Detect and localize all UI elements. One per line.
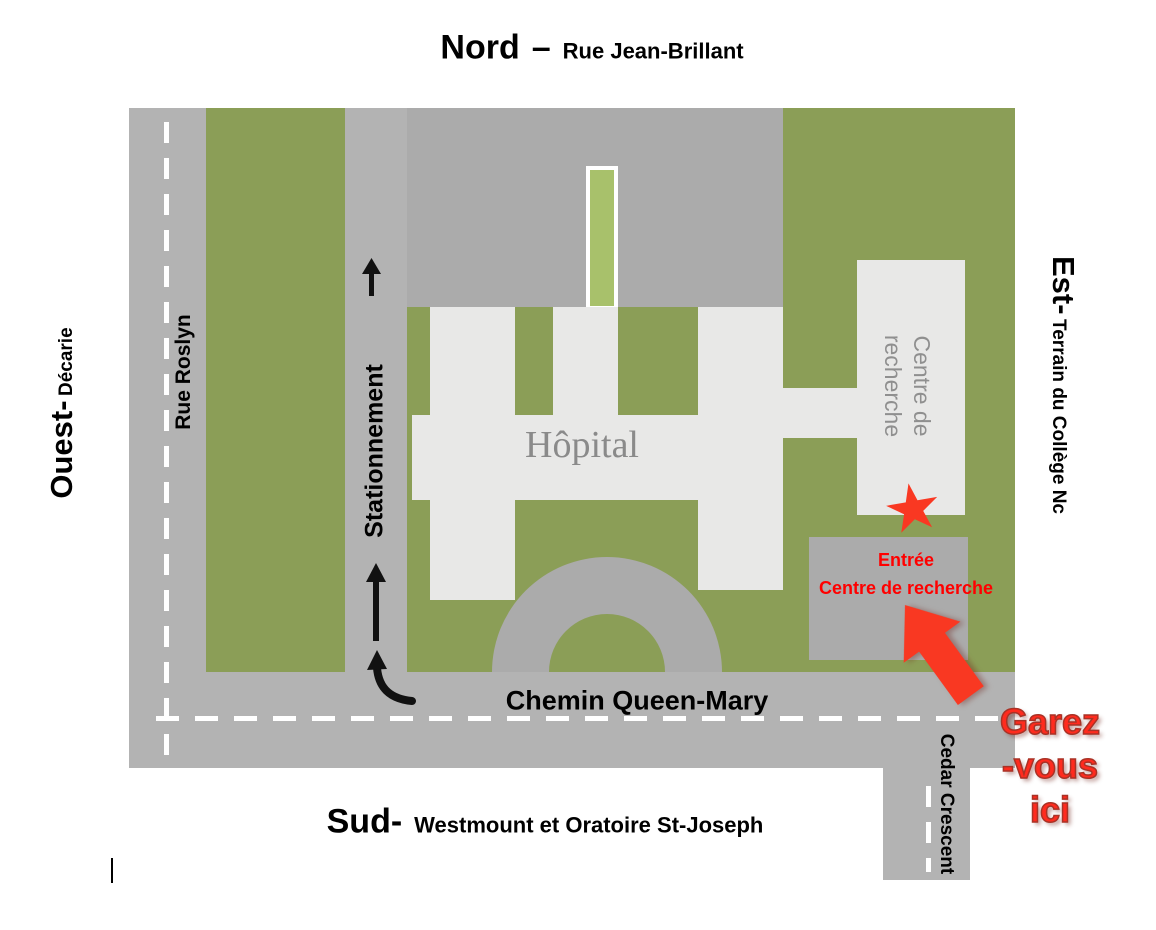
- compass-west-street: Décarie: [56, 327, 77, 397]
- compass-north-street: Rue Jean-Brillant: [562, 38, 744, 64]
- compass-south-street: Westmount et Oratoire St-Joseph: [414, 812, 764, 838]
- hospital-label: Hôpital: [525, 424, 639, 466]
- entrance-annotation: Entrée Centre de recherche: [819, 547, 993, 603]
- parking-lane-long-up-arrow-icon: [366, 563, 386, 641]
- turn-into-parking-arrow-icon: [367, 650, 416, 705]
- rue-roslyn-label: Rue Roslyn: [172, 314, 195, 430]
- cedar-crescent-label: Cedar Crescent: [936, 733, 957, 875]
- research-centre-label-line2: recherche: [880, 334, 906, 438]
- cedar-lane-divider: [926, 786, 931, 872]
- park-here-line1: Garez: [999, 700, 1101, 743]
- compass-west-label: Ouest- Décarie: [44, 327, 80, 498]
- compass-south-title: Sud-: [326, 802, 403, 841]
- park-here-line2: -vous: [1001, 744, 1099, 787]
- hospital-research-corridor: [783, 388, 857, 438]
- research-centre-label: Centre de recherche: [878, 335, 936, 437]
- compass-north-label: Nord – Rue Jean-Brillant: [440, 29, 743, 68]
- stationnement-label: Stationnement: [360, 364, 389, 538]
- research-centre-label-line1: Centre de: [908, 335, 935, 437]
- entrance-annotation-line1: Entrée: [877, 550, 935, 571]
- parking-lane-up-arrow-icon: [362, 258, 381, 296]
- north-garden-strip: [586, 166, 618, 310]
- hospital-central-wing: [412, 415, 783, 500]
- compass-east-title: Est-: [1046, 256, 1081, 315]
- compass-north-separator: –: [531, 28, 551, 67]
- compass-north-title: Nord: [440, 28, 520, 67]
- roslyn-lane-divider: [164, 122, 169, 762]
- park-here-line3: ici: [1029, 788, 1071, 830]
- research-centre-building: [857, 260, 965, 515]
- park-here-red-arrow-icon: [903, 605, 984, 706]
- entrance-annotation-line2: Centre de recherche: [818, 578, 994, 598]
- hospital-north-wing: [553, 307, 618, 417]
- west-green-block: [206, 108, 345, 672]
- compass-east-label: Est- Terrain du Collège Nc: [1045, 256, 1081, 514]
- queen-mary-lane-divider: [156, 716, 1012, 721]
- compass-south-label: Sud- Westmount et Oratoire St-Joseph: [327, 803, 764, 842]
- compass-east-street: Terrain du Collège Nc: [1048, 319, 1069, 514]
- queen-mary-label: Chemin Queen-Mary: [505, 685, 769, 716]
- compass-west-title: Ouest-: [44, 400, 79, 499]
- park-here-annotation: Garez -vous ici: [999, 700, 1101, 832]
- text-cursor-mark: [111, 858, 113, 883]
